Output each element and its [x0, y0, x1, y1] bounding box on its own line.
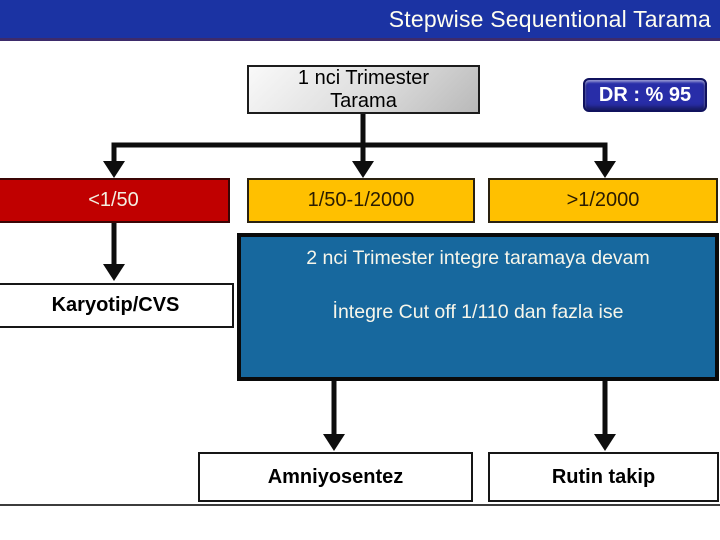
amniocentesis-box: Amniyosentez — [198, 452, 473, 502]
detection-rate-label: DR : % 95 — [598, 83, 692, 106]
low-risk-label: >1/2000 — [566, 189, 640, 211]
high-risk-box: <1/50 — [0, 178, 230, 223]
intermediate-risk-label: 1/50-1/2000 — [307, 189, 415, 211]
detection-rate-badge: DR : % 95 — [583, 78, 707, 112]
bottom-divider-line — [0, 504, 720, 506]
intermediate-risk-box: 1/50-1/2000 — [247, 178, 475, 223]
first-trimester-box: 1 nci Trimester Tarama — [247, 65, 480, 114]
slide-title-bar: Stepwise Sequentional Tarama — [0, 0, 720, 41]
karyotype-cvs-label: Karyotip/CVS — [51, 294, 180, 316]
amniocentesis-label: Amniyosentez — [267, 465, 404, 488]
slide-title: Stepwise Sequentional Tarama — [388, 5, 711, 32]
second-trimester-line2: İntegre Cut off 1/110 dan fazla ise — [332, 301, 624, 323]
low-risk-box: >1/2000 — [488, 178, 718, 223]
routine-followup-label: Rutin takip — [551, 465, 656, 488]
first-trimester-line2: Tarama — [330, 89, 397, 112]
first-trimester-line1: 1 nci Trimester — [297, 67, 430, 90]
karyotype-cvs-box: Karyotip/CVS — [0, 283, 234, 328]
routine-followup-box: Rutin takip — [488, 452, 719, 502]
high-risk-label: <1/50 — [88, 189, 139, 211]
second-trimester-box: 2 nci Trimester integre taramaya devam İ… — [237, 233, 719, 381]
second-trimester-line1: 2 nci Trimester integre taramaya devam — [306, 247, 650, 269]
